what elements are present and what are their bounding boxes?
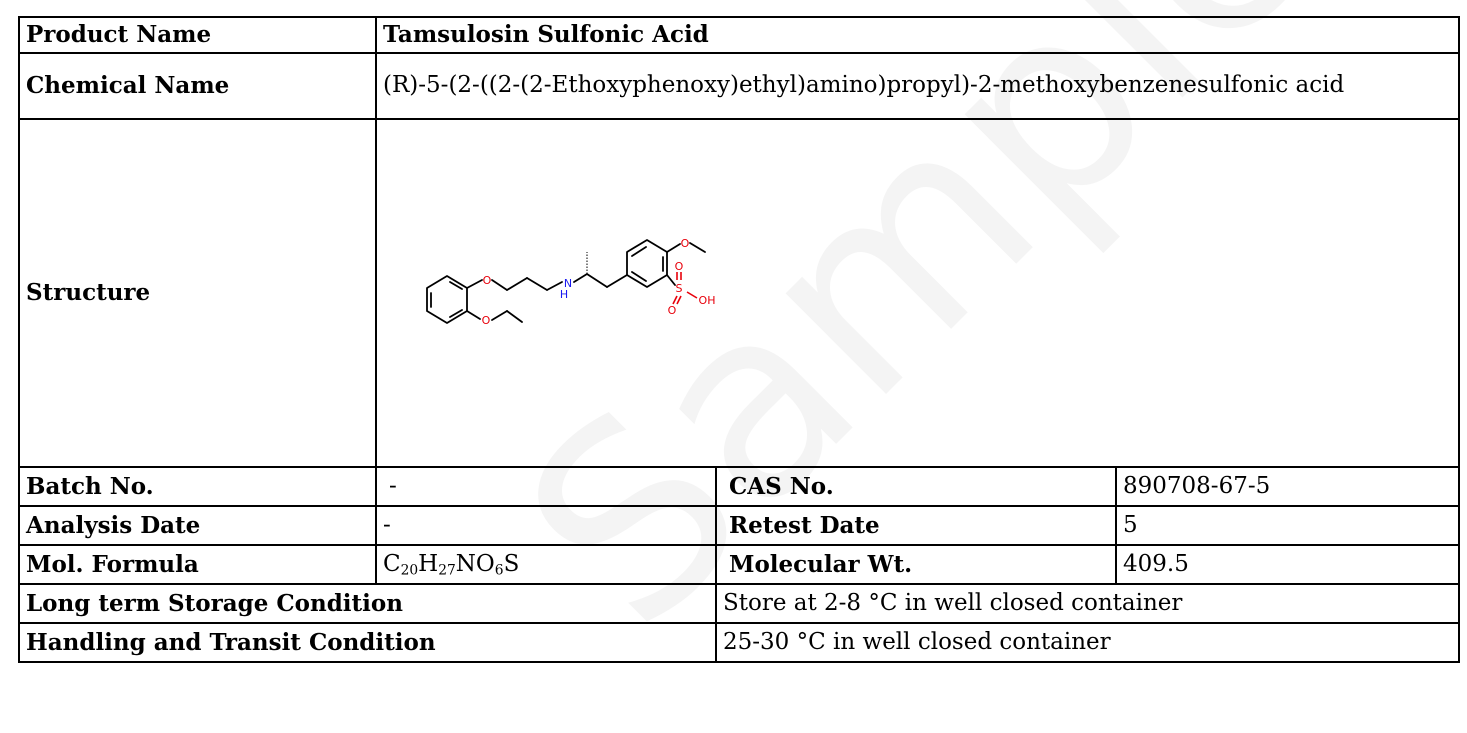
molecular-wt-value: 409.5 bbox=[1114, 544, 1461, 585]
coa-table: Product Name Tamsulosin Sulfonic Acid Ch… bbox=[18, 16, 1461, 663]
handling-value: 25-30 °C in well closed container bbox=[714, 622, 1461, 663]
product-name-label: Product Name bbox=[18, 16, 377, 54]
structure-label: Structure bbox=[18, 118, 377, 468]
handling-row: Handling and Transit Condition 25-30 °C … bbox=[18, 622, 1461, 663]
chemical-name-value: (R)-5-(2-((2-(2-Ethoxyphenoxy)ethyl)amin… bbox=[374, 52, 1461, 120]
atom-o-ether-lower: O bbox=[482, 314, 491, 327]
structure-cell: O O N H O O S O OH bbox=[374, 118, 1461, 468]
atom-n: N bbox=[564, 277, 572, 290]
sulfonyl-bonds bbox=[672, 272, 698, 305]
mol-formula-value: C20H27NO6S bbox=[375, 544, 717, 585]
benzene-ring bbox=[626, 239, 668, 288]
analysis-date-value: - bbox=[375, 505, 717, 546]
bond-lines bbox=[426, 239, 706, 324]
phenoxy-ring bbox=[426, 275, 468, 324]
chemical-structure-diagram: O O N H O O S O OH bbox=[426, 237, 716, 327]
atom-s: S bbox=[676, 282, 683, 295]
retest-date-value: 5 bbox=[1114, 505, 1461, 546]
atom-o-sulfonyl-bottom: O bbox=[668, 304, 677, 317]
formula-row: Mol. Formula C20H27NO6S Molecular Wt. 40… bbox=[18, 544, 1461, 585]
cas-no-value: 890708-67-5 bbox=[1114, 466, 1461, 507]
chemical-name-row: Chemical Name (R)-5-(2-((2-(2-Ethoxyphen… bbox=[18, 52, 1461, 120]
mol-formula-label: Mol. Formula bbox=[18, 544, 377, 585]
atom-oh: OH bbox=[699, 294, 716, 307]
storage-label: Long term Storage Condition bbox=[18, 583, 717, 624]
handling-label: Handling and Transit Condition bbox=[18, 622, 717, 663]
storage-row: Long term Storage Condition Store at 2-8… bbox=[18, 583, 1461, 624]
storage-value: Store at 2-8 °C in well closed container bbox=[714, 583, 1461, 624]
analysis-date-label: Analysis Date bbox=[18, 505, 377, 546]
analysis-row: Analysis Date - Retest Date 5 bbox=[18, 505, 1461, 546]
atom-labels: O O N H O O S O OH bbox=[482, 237, 716, 327]
atom-o-methoxy: O bbox=[681, 237, 690, 250]
atom-o-ether-upper: O bbox=[483, 274, 492, 287]
cas-no-label: CAS No. bbox=[715, 466, 1117, 507]
atom-o-sulfonyl-top: O bbox=[675, 260, 684, 273]
retest-date-label: Retest Date bbox=[715, 505, 1117, 546]
batch-row: Batch No. - CAS No. 890708-67-5 bbox=[18, 466, 1461, 507]
batch-no-label: Batch No. bbox=[18, 466, 377, 507]
atom-h: H bbox=[560, 288, 568, 301]
chemical-name-label: Chemical Name bbox=[18, 52, 377, 120]
product-name-row: Product Name Tamsulosin Sulfonic Acid bbox=[18, 16, 1461, 54]
batch-no-value: - bbox=[375, 466, 717, 507]
product-name-value: Tamsulosin Sulfonic Acid bbox=[374, 16, 1461, 54]
molecular-wt-label: Molecular Wt. bbox=[715, 544, 1117, 585]
structure-row: Structure bbox=[18, 118, 1461, 468]
